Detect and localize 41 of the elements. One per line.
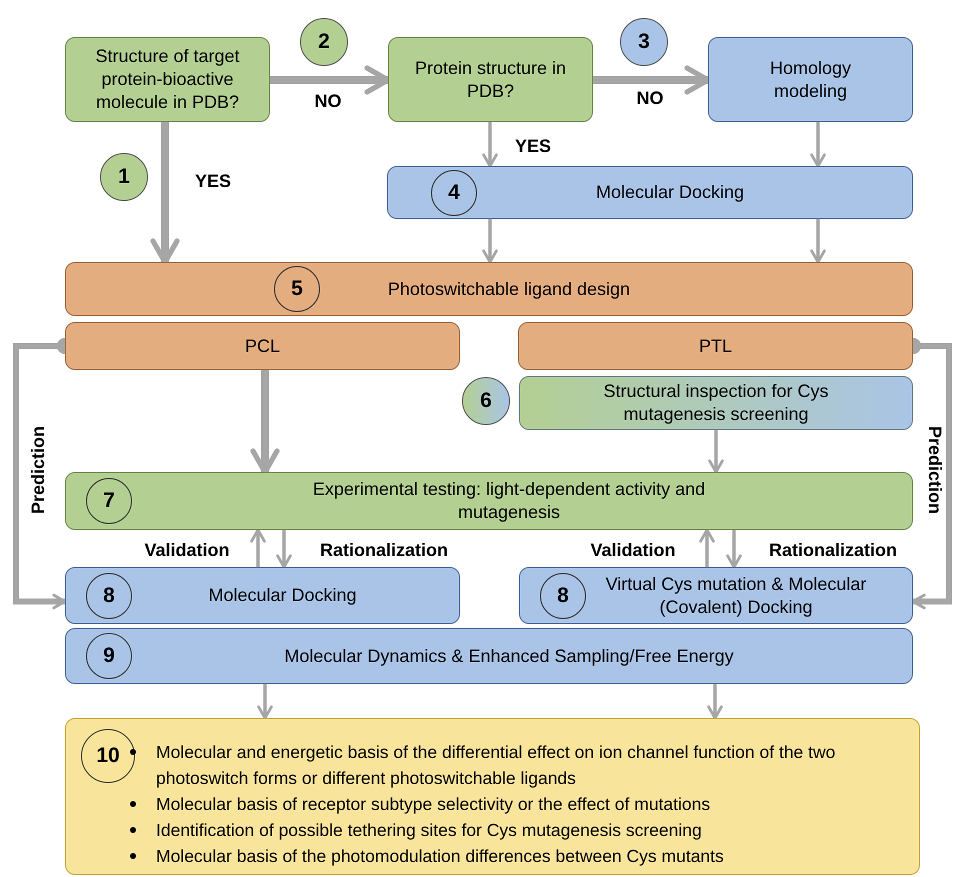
arrow (708, 430, 724, 474)
node-text: Homology modeling (768, 56, 852, 102)
node-text: Molecular Docking (596, 181, 744, 204)
arrow (699, 528, 715, 567)
node-text: Structure of target protein-bioactive molecule in PDB? (94, 45, 241, 114)
arrow (810, 219, 826, 264)
arrow (276, 530, 292, 568)
node-text: PTL (698, 334, 732, 358)
node-text: PCL (244, 334, 280, 358)
process-box (387, 166, 913, 219)
arrow (250, 370, 280, 475)
arrow (810, 122, 826, 168)
arrow (257, 684, 273, 720)
process-box (519, 376, 913, 430)
node-text: Molecular Dynamics & Enhanced Sampling/Free Energy (284, 644, 734, 668)
bullet-item: Molecular basis of receptor subtype selectivity or the effect of mutations (130, 791, 910, 817)
process-box (65, 567, 460, 624)
arrow (150, 122, 180, 265)
node-text: Virtual Cys mutation & Molecular (Covalent) Docking (604, 572, 868, 618)
process-box (518, 322, 913, 370)
process-box (65, 628, 913, 684)
arrow (482, 122, 498, 168)
process-box (65, 472, 913, 530)
node-text: Experimental testing: light-dependent activity and mutagenesis (312, 478, 706, 524)
node-text: Structural inspection for Cys mutagenesis screening (602, 380, 830, 426)
process-box (65, 322, 460, 370)
process-box (388, 37, 593, 122)
summary-box (65, 718, 920, 875)
bullet-item: Molecular basis of the photomodulation differences between Cys mutants (130, 843, 910, 869)
arrow (482, 219, 498, 264)
node-text: Protein structure in PDB? (414, 56, 568, 102)
arrow (726, 530, 742, 568)
arrow (250, 528, 266, 567)
bullet-item: Identification of possible tethering sites for Cys mutagenesis screening (130, 817, 910, 843)
node-text: Photoswitchable ligand design (388, 278, 630, 300)
arrow (707, 684, 723, 720)
process-box (65, 37, 270, 122)
process-box (708, 37, 913, 122)
process-box (519, 567, 913, 624)
node-text: Molecular Docking (208, 584, 357, 607)
process-box (65, 262, 913, 316)
